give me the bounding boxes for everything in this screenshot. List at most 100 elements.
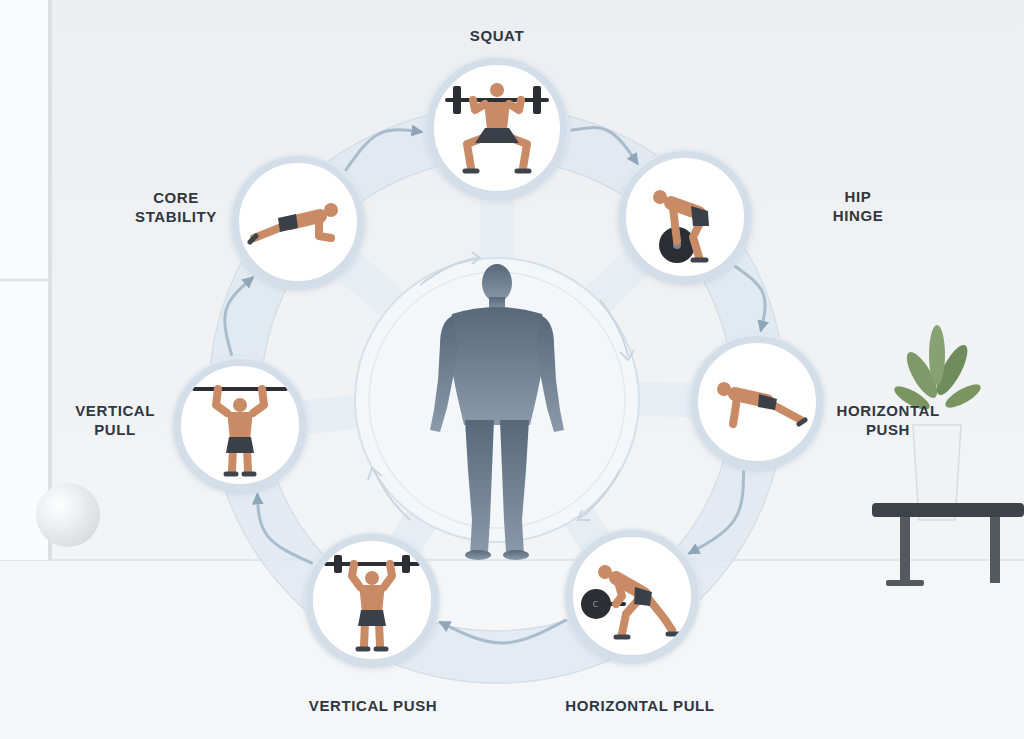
circle-fills-part (625, 157, 745, 277)
overhead-press-figure-part (358, 647, 368, 652)
inner-arrows-part (600, 300, 628, 356)
squat-figure (447, 83, 547, 171)
exercise-circle: CORE STABILITY (232, 156, 364, 288)
plant-part (942, 380, 984, 412)
circle-fills-part (617, 149, 753, 285)
circle-fills-part (433, 64, 561, 192)
overhead-press-figure-part (384, 564, 392, 587)
squat-figure-part (517, 169, 529, 174)
inner-arrows-part (578, 510, 590, 520)
plank-figure-part (324, 203, 338, 217)
body-silhouette-part (500, 420, 529, 555)
exercise-circle: HIP HINGE (619, 151, 751, 283)
overhead-press-figure-part (359, 585, 385, 612)
row-figure-part (648, 598, 672, 630)
pull-up-figure-part (194, 387, 286, 391)
plank-figure-part (278, 214, 298, 232)
movement-label: HORIZONTAL PULL (565, 697, 714, 716)
overhead-press-figure-part (402, 555, 410, 573)
exercise-ball-part (36, 483, 100, 547)
circle-fills-part (304, 532, 440, 668)
row-figure (581, 565, 678, 637)
movement-label: HIP HINGE (833, 188, 884, 226)
plank-figure-part (319, 219, 331, 238)
bench-part (990, 517, 1000, 583)
movement-label: VERTICAL PULL (75, 402, 155, 440)
pull-up-figure (194, 389, 286, 474)
push-up-figure-part (758, 394, 777, 410)
body-silhouette-part (465, 550, 491, 560)
body-silhouette-part (536, 316, 564, 432)
cycle-arrow (440, 620, 565, 643)
body-silhouette-part (482, 264, 512, 302)
hip-hinge-figure-part (653, 190, 667, 204)
body-silhouette-part (430, 316, 458, 432)
ring-band-part (369, 272, 625, 528)
squat-figure-part (490, 83, 504, 97)
plank-figure (250, 203, 338, 242)
bench-part (872, 503, 1024, 517)
window-part (0, 0, 50, 560)
hip-hinge-figure-part (691, 206, 709, 226)
exercise-circle: SQUAT (427, 58, 567, 198)
push-up-figure-part (799, 420, 805, 424)
exercise-circle: HORIZONTAL PUSH (691, 336, 823, 468)
hip-hinge-figure (653, 190, 709, 263)
hip-hinge-figure-part (673, 207, 677, 241)
pull-up-figure-part (216, 389, 227, 413)
pull-up-figure-part (253, 389, 264, 413)
inner-arrows-part (580, 470, 620, 518)
push-up-figure (717, 382, 805, 424)
plank-figure-part (250, 236, 256, 242)
overhead-press-figure-part (376, 647, 386, 652)
body-silhouette (430, 264, 564, 560)
circle-fills-part (312, 540, 432, 660)
inner-arrows (368, 252, 634, 520)
pull-up-figure-part (227, 412, 253, 439)
movement-label: CORE STABILITY (135, 189, 217, 227)
bench (872, 503, 1024, 586)
overhead-press-figure-part (352, 564, 360, 587)
row-figure-part (616, 582, 622, 604)
movement-label: HORIZONTAL PUSH (837, 402, 940, 440)
window-part (0, 279, 50, 282)
circle-fills-part (238, 162, 358, 282)
pull-up-figure-part (226, 437, 254, 453)
inner-arrows-part (472, 252, 480, 264)
circle-fills-part (180, 365, 300, 485)
row-figure-part (634, 587, 652, 606)
exercise-ball (36, 483, 100, 547)
movement-label: SQUAT (470, 27, 524, 46)
exercise-circle: HORIZONTAL PULL (566, 530, 698, 662)
inner-arrows-part (420, 258, 478, 285)
exercise-circle: VERTICAL PUSH (306, 534, 438, 666)
squat-figure-part (447, 98, 547, 102)
circle-fills-part (230, 154, 366, 290)
cycle-arrow (346, 130, 421, 170)
overhead-press-figure-part (365, 571, 379, 585)
squat-figure-part (473, 100, 485, 110)
circle-fills (172, 56, 825, 668)
overhead-press-figure-part (334, 555, 342, 573)
pull-up-figure-part (233, 398, 247, 412)
ring-band-part (355, 258, 639, 542)
bench-part (886, 580, 924, 586)
inner-arrows-part (620, 350, 634, 360)
push-up-figure-part (717, 382, 731, 396)
cycle-arrow (257, 495, 311, 563)
inner-arrows-part (374, 470, 410, 520)
squat-figure-part (509, 100, 521, 110)
overhead-press-figure-part (358, 610, 386, 626)
bench-part (900, 517, 910, 583)
pull-up-figure-part (226, 472, 236, 477)
row-figure-part (598, 565, 612, 579)
body-silhouette-part (465, 420, 494, 555)
circle-fills-part (697, 342, 817, 462)
row-figure-part (668, 632, 678, 637)
circle-fills-part (564, 528, 700, 664)
hip-hinge-figure-part (693, 221, 701, 257)
